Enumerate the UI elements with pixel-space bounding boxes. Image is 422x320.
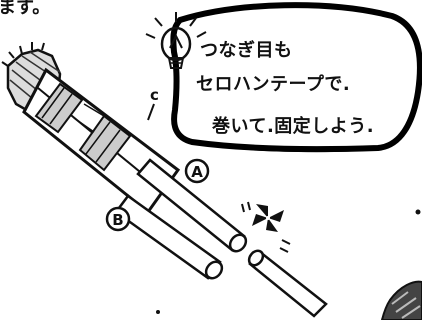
label-c-text: c: [150, 86, 159, 104]
label-a: A: [184, 158, 210, 184]
bubble-line-2: セロハンテープで.: [196, 73, 350, 95]
ink-dot: [415, 209, 421, 215]
bubble-line-3: 巻いて.固定しよう.: [211, 115, 374, 137]
label-c: c: [147, 86, 159, 121]
speech-bubble-shadow: [204, 142, 381, 153]
light-bulb-icon: [145, 12, 207, 69]
lower-straw: [114, 194, 224, 280]
speech-bubble: つなぎ目も セロハンテープで. 巻いて.固定しよう.: [170, 2, 422, 153]
loose-straw: [247, 249, 328, 318]
bubble-line-1: つなぎ目も: [200, 39, 293, 61]
label-a-text: A: [191, 163, 203, 181]
label-b: B: [105, 206, 131, 232]
label-b-text: B: [112, 211, 123, 229]
pinwheel-icon: [241, 201, 291, 253]
upper-straw: [136, 158, 248, 253]
ink-dot: [156, 310, 160, 314]
corner-scribble: [380, 280, 422, 320]
top-text-fragment: ます。: [0, 0, 50, 18]
